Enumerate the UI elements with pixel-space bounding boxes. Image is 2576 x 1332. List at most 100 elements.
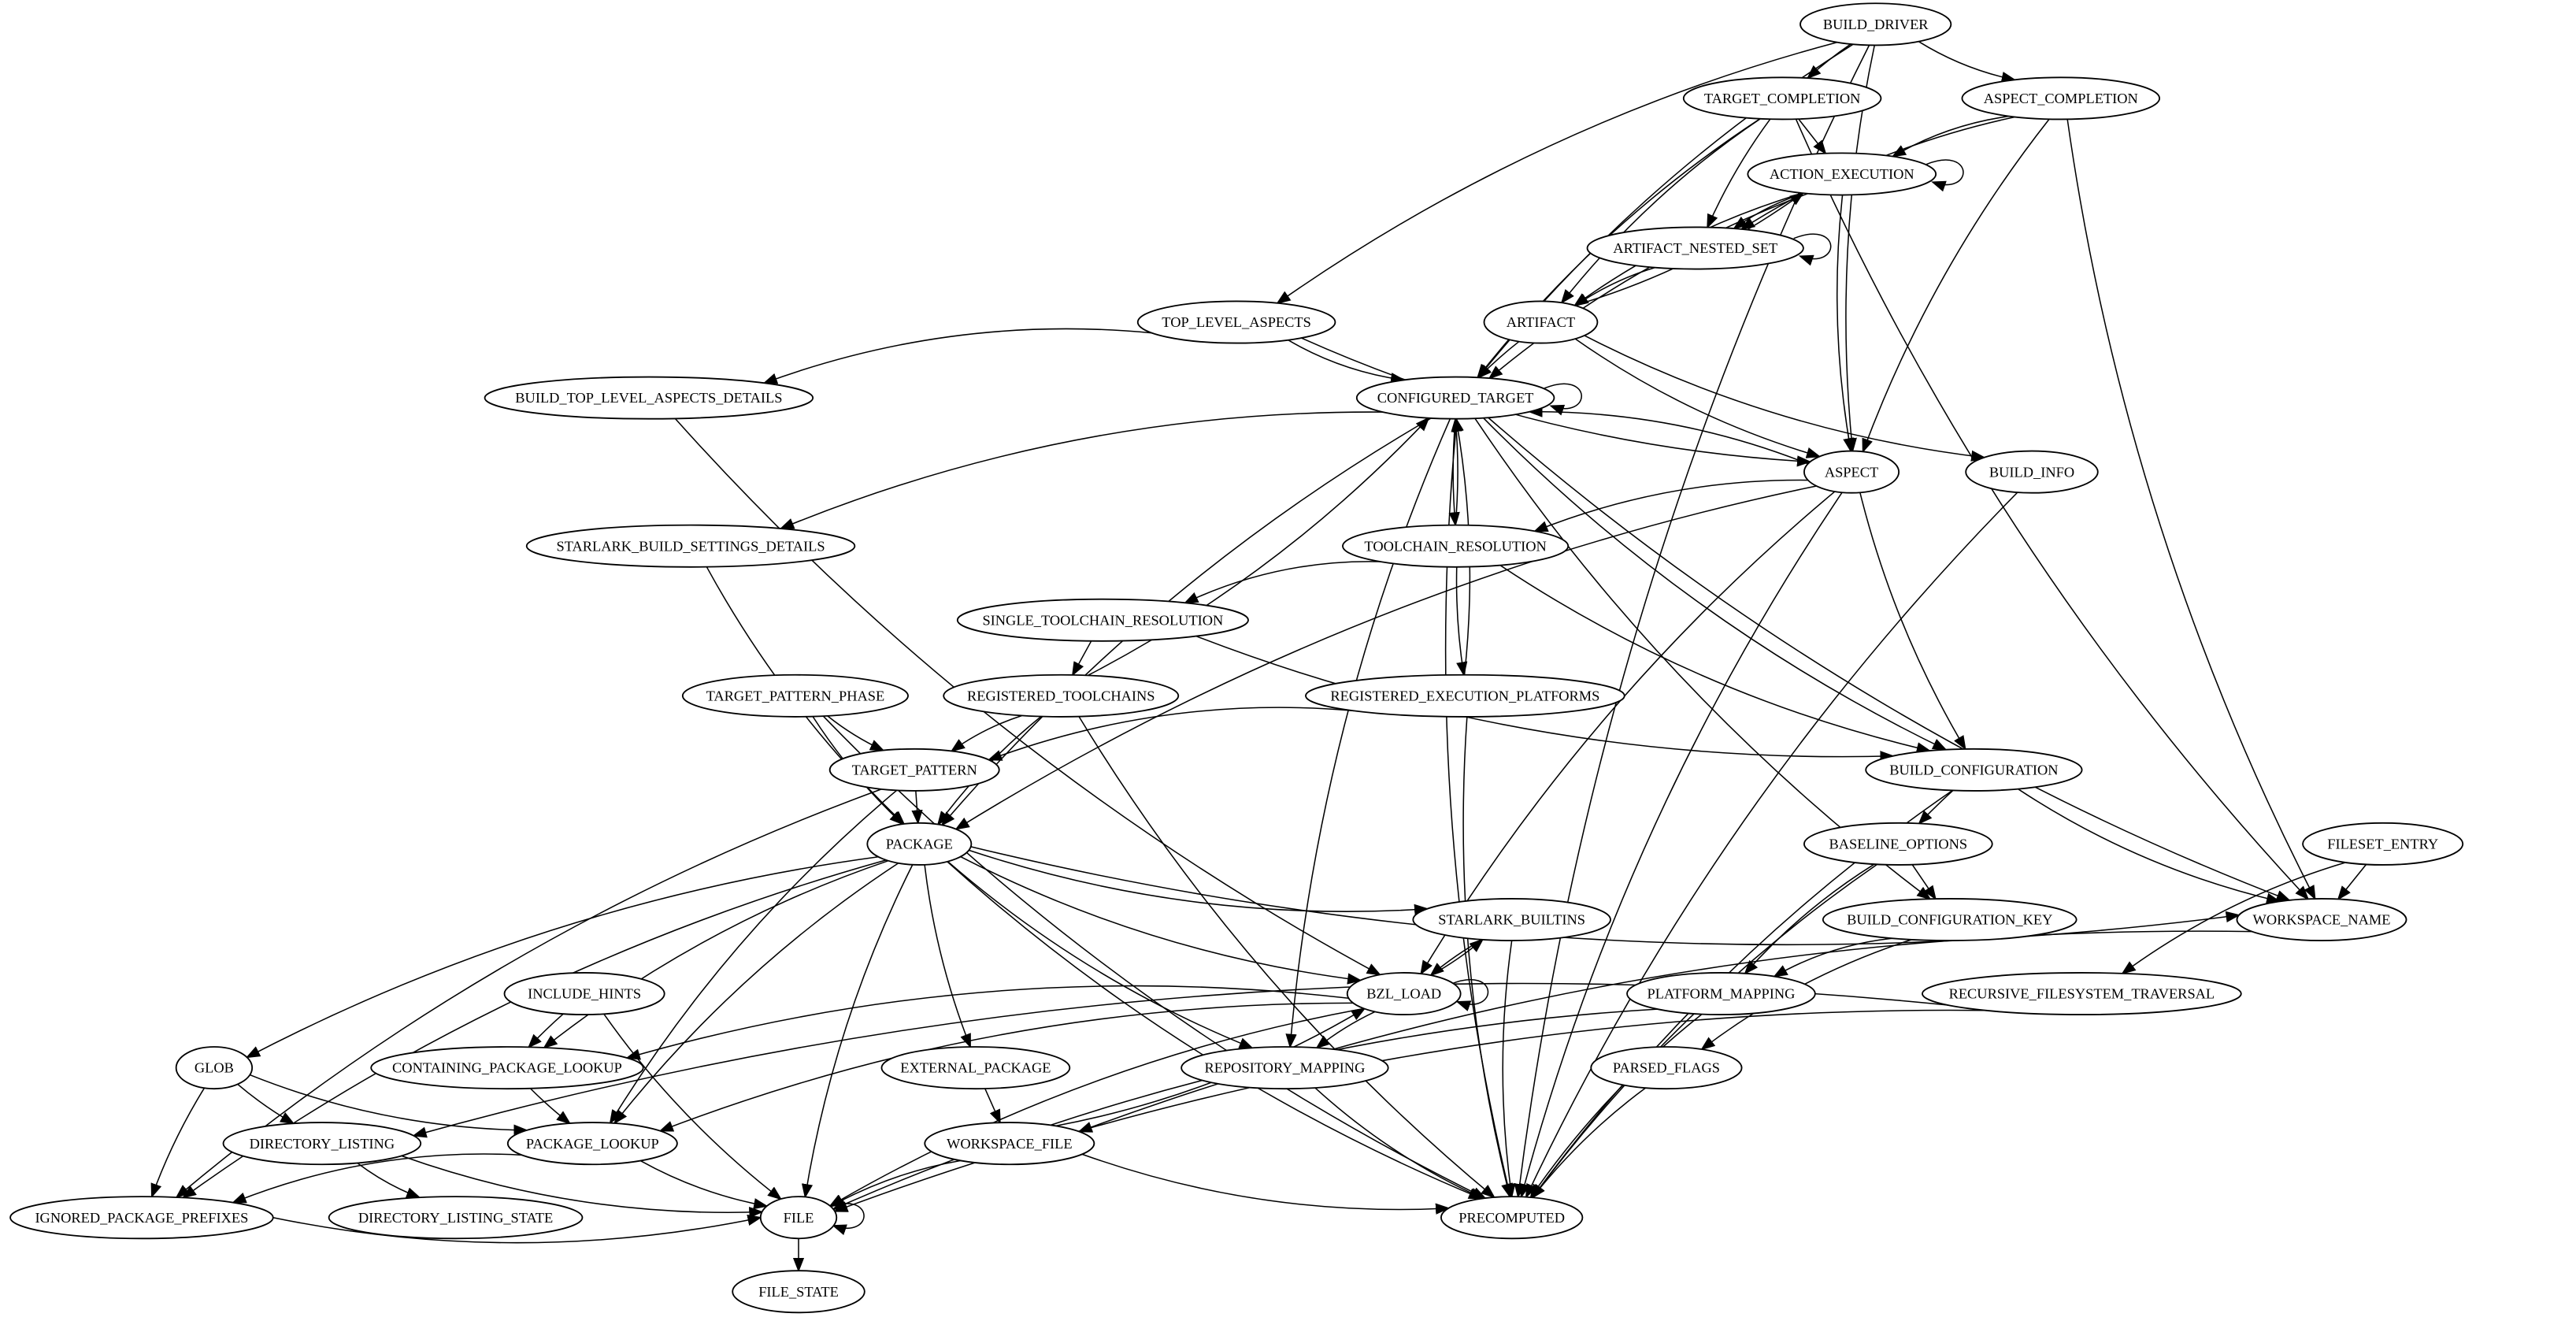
node-label: REPOSITORY_MAPPING <box>1204 1060 1365 1076</box>
edge-bzl_load-containing_package_lookup <box>625 985 1349 1060</box>
node-shape <box>828 748 1000 792</box>
edge-package-repository_mapping <box>947 861 1255 1049</box>
node-shape <box>1965 450 2099 494</box>
edge-package_lookup-ignored_package_prefixes <box>232 1153 522 1204</box>
edge-aspect-configured_target <box>1528 406 1808 465</box>
node-label: EXTERNAL_PACKAGE <box>900 1060 1051 1076</box>
node-external_package: EXTERNAL_PACKAGE <box>880 1046 1071 1090</box>
edge-build_configuration-baseline_options <box>1918 789 1954 825</box>
node-build_info: BUILD_INFO <box>1965 450 2099 494</box>
node-toolchain_resolution: TOOLCHAIN_RESOLUTION <box>1342 524 1570 568</box>
node-shape <box>1586 226 1804 270</box>
node-shape <box>9 1196 274 1240</box>
edge-package-glob <box>245 855 879 1059</box>
edge-parsed_flags-precomputed <box>1531 1087 1647 1199</box>
edge-configured_target-starlark_build_settings_details <box>779 411 1383 529</box>
node-label: INCLUDE_HINTS <box>528 986 641 1002</box>
edge-bzl_load-package_lookup <box>658 1002 1354 1132</box>
node-glob: GLOB <box>175 1046 254 1090</box>
node-shape <box>866 822 973 866</box>
node-top_level_aspects: TOP_LEVEL_ASPECTS <box>1136 300 1336 344</box>
node-target_pattern: TARGET_PATTERN <box>828 748 1000 792</box>
node-shape <box>732 1270 865 1314</box>
edge-target_pattern_phase-target_pattern <box>827 715 885 751</box>
node-label: RECURSIVE_FILESYSTEM_TRAVERSAL <box>1949 986 2215 1002</box>
edge-aspect_completion-aspect <box>1862 118 2050 454</box>
edge-toolchain_resolution-build_configuration <box>1499 564 1932 754</box>
edge-top_level_aspects-configured_target <box>1288 339 1406 384</box>
node-label: FILE_STATE <box>758 1284 839 1300</box>
node-starlark_builtins: STARLARK_BUILTINS <box>1412 897 1611 941</box>
node-action_execution: ACTION_EXECUTION <box>1747 152 1937 196</box>
node-ignored_package_prefixes: IGNORED_PACKAGE_PREFIXES <box>9 1196 274 1240</box>
edge-artifact-configured_target <box>1477 340 1520 379</box>
edge-bzl_load-bzl_load <box>1451 978 1489 1011</box>
node-label: GLOB <box>195 1060 234 1076</box>
edge-build_info-precomputed <box>1525 492 2018 1199</box>
edge-artifact_nested_set-artifact_nested_set <box>1793 233 1832 266</box>
node-shape <box>924 1122 1095 1166</box>
edge-target_pattern-ignored_package_prefixes <box>175 788 882 1199</box>
node-workspace_name: WORKSPACE_NAME <box>2236 897 2407 941</box>
node-build_configuration: BUILD_CONFIGURATION <box>1865 748 2083 792</box>
node-target_completion: TARGET_COMPLETION <box>1682 76 1882 121</box>
edge-configured_target-build_configuration <box>1483 417 1948 751</box>
node-shape <box>1136 300 1336 344</box>
node-shape <box>1922 972 2242 1016</box>
edge-platform_mapping-precomputed <box>1529 1013 1703 1199</box>
node-label: DIRECTORY_LISTING <box>250 1136 395 1152</box>
edge-include_hints-containing_package_lookup <box>527 1013 564 1048</box>
node-shape <box>506 1122 678 1166</box>
node-label: TARGET_PATTERN_PHASE <box>706 688 885 703</box>
node-include_hints: INCLUDE_HINTS <box>503 972 665 1016</box>
edge-configured_target-repository_mapping <box>1285 418 1451 1049</box>
edge-bzl_load-repository_mapping <box>1315 1011 1376 1049</box>
node-label: PACKAGE <box>886 837 953 852</box>
edge-artifact-build_info <box>1584 335 1986 462</box>
node-fileset_entry: FILESET_ENTRY <box>2302 822 2464 866</box>
node-shape <box>525 524 856 568</box>
node-shape <box>1590 1046 1743 1090</box>
node-label: PRECOMPUTED <box>1458 1210 1565 1226</box>
node-aspect: ASPECT <box>1803 450 1900 494</box>
node-bzl_load: BZL_LOAD <box>1346 972 1462 1016</box>
node-registered_execution_platforms: REGISTERED_EXECUTION_PLATFORMS <box>1305 673 1625 718</box>
edge-package_lookup-file <box>639 1159 769 1210</box>
edge-glob-package_lookup <box>250 1074 528 1136</box>
edge-baseline_options-precomputed <box>1531 863 1877 1199</box>
node-shape <box>1626 972 1816 1016</box>
edge-artifact-aspect <box>1574 338 1822 458</box>
node-label: WORKSPACE_FILE <box>947 1136 1073 1152</box>
node-shape <box>759 1196 838 1240</box>
edge-toolchain_resolution-registered_execution_platforms <box>1455 566 1468 677</box>
edge-package-bzl_load <box>960 855 1362 985</box>
node-shape <box>503 972 665 1016</box>
node-label: BUILD_TOP_LEVEL_ASPECTS_DETAILS <box>515 390 782 406</box>
node-shape <box>1355 376 1555 420</box>
edge-starlark_builtins-precomputed <box>1502 940 1516 1199</box>
node-recursive_filesystem_traversal: RECURSIVE_FILESYSTEM_TRAVERSAL <box>1922 972 2242 1016</box>
edge-toolchain_resolution-single_toolchain_resolution <box>1184 561 1381 604</box>
edge-target_completion-artifact_nested_set <box>1707 118 1771 229</box>
edge-target_pattern-package <box>911 790 923 825</box>
node-shape <box>484 376 814 420</box>
node-shape <box>1181 1046 1389 1090</box>
node-configured_target: CONFIGURED_TARGET <box>1355 376 1555 420</box>
edge-package-starlark_builtins <box>969 849 1429 916</box>
edge-build_configuration_key-platform_mapping <box>1773 937 1892 978</box>
node-build_driver: BUILD_DRIVER <box>1799 2 1952 46</box>
edge-package-file <box>801 864 914 1199</box>
node-containing_package_lookup: CONTAINING_PACKAGE_LOOKUP <box>370 1046 644 1090</box>
node-shape <box>1305 673 1625 718</box>
edge-top_level_aspects-aspect <box>1301 337 1812 467</box>
node-shape <box>370 1046 644 1090</box>
node-label: BUILD_CONFIGURATION_KEY <box>1847 912 2052 928</box>
edge-build_driver-precomputed <box>1514 45 1870 1199</box>
node-package: PACKAGE <box>866 822 973 866</box>
edge-build_configuration-workspace_name <box>2018 788 2281 904</box>
node-starlark_build_settings_details: STARLARK_BUILD_SETTINGS_DETAILS <box>525 524 856 568</box>
edge-baseline_options-build_configuration_key <box>1911 864 1937 900</box>
edge-workspace_file-file <box>828 1159 962 1208</box>
node-shape <box>1799 2 1952 46</box>
